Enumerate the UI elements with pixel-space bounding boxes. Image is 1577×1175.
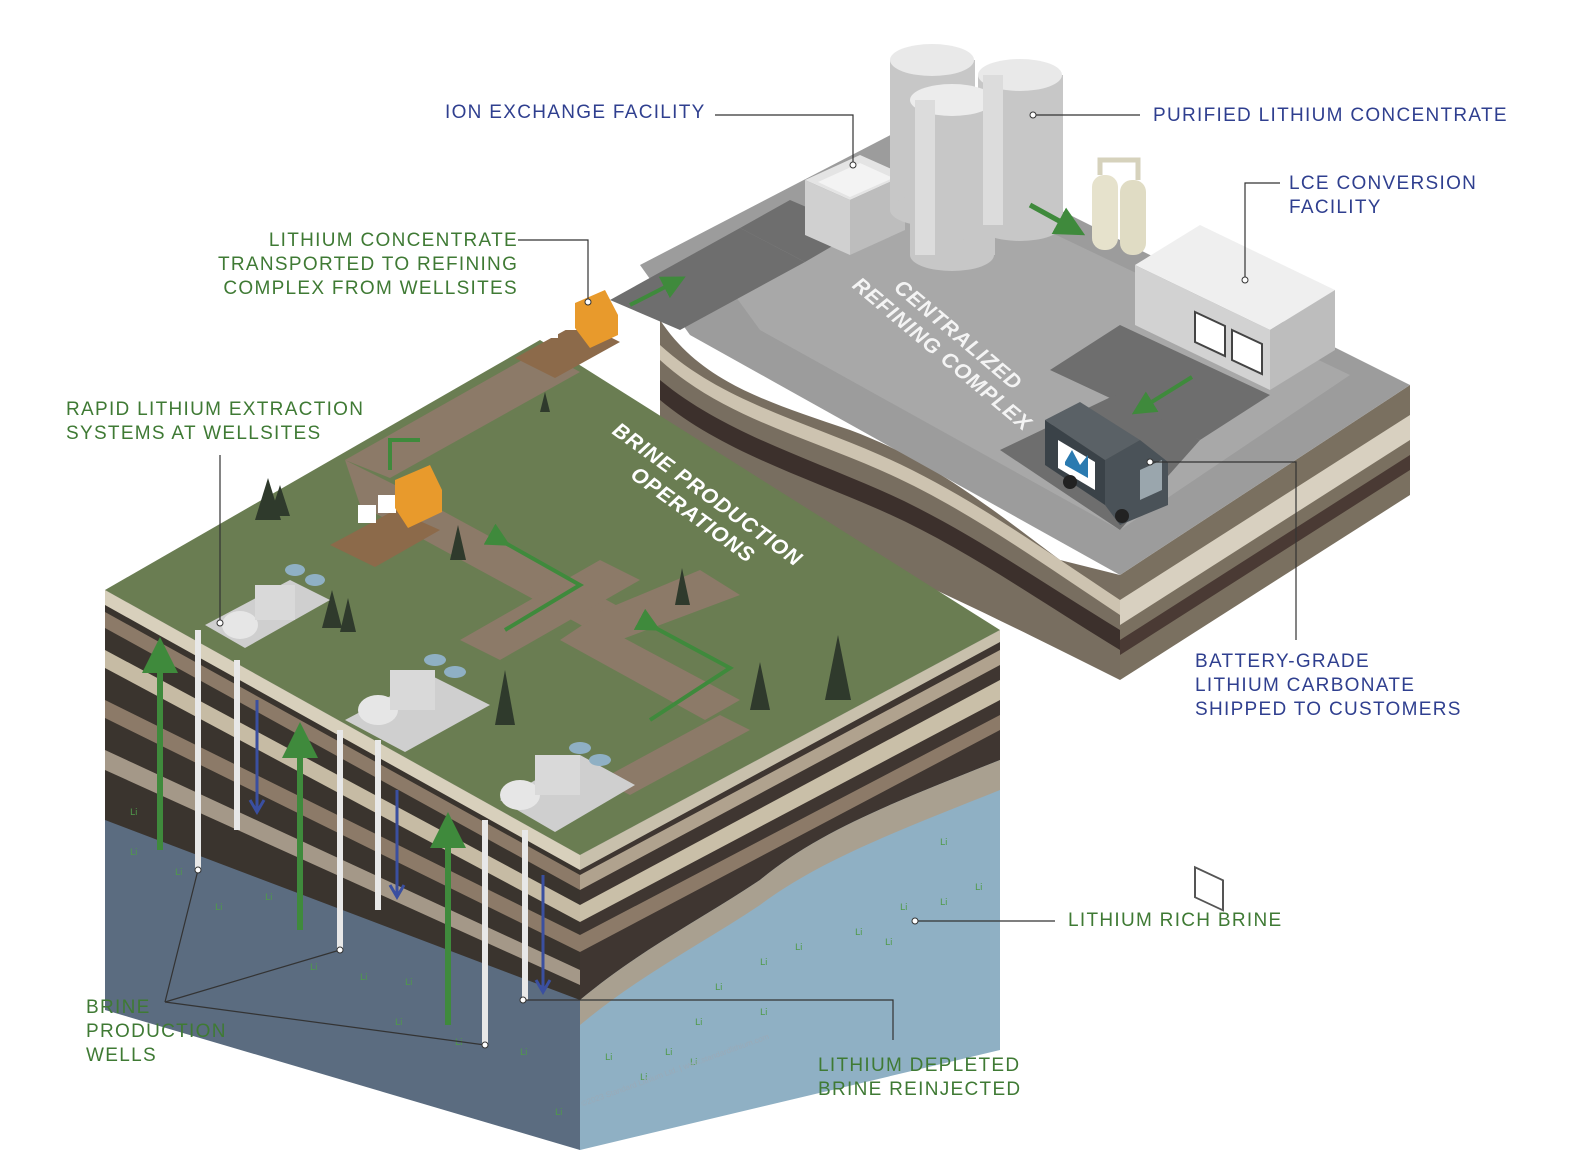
li-symbol: Li	[130, 808, 138, 818]
li-symbol: Li	[130, 848, 138, 858]
label-line: SHIPPED TO CUSTOMERS	[1195, 699, 1462, 720]
li-symbol: Li	[360, 973, 368, 983]
label-ion-exchange: ION EXCHANGE FACILITY	[445, 101, 706, 125]
label-rich-brine: LITHIUM RICH BRINE	[1068, 909, 1282, 933]
label-line: LITHIUM CARBONATE	[1195, 675, 1416, 696]
label-line: BATTERY-GRADE	[1195, 651, 1370, 672]
li-symbol: Li	[405, 978, 413, 988]
label-production-wells: BRINE PRODUCTION WELLS	[86, 996, 227, 1068]
li-symbol: Li	[940, 838, 948, 848]
li-symbol: Li	[690, 1058, 698, 1068]
label-line: BRINE REINJECTED	[818, 1079, 1022, 1100]
truck-road	[515, 290, 620, 378]
label-line: LITHIUM RICH BRINE	[1068, 910, 1283, 931]
label-line: LITHIUM CONCENTRATE	[268, 230, 518, 251]
li-symbol: Li	[555, 1108, 563, 1118]
label-battery-grade: BATTERY-GRADE LITHIUM CARBONATE SHIPPED …	[1195, 650, 1462, 722]
wellsite-3	[500, 742, 635, 832]
label-line: RAPID LITHIUM EXTRACTION	[66, 399, 365, 420]
li-symbol: Li	[940, 898, 948, 908]
wellsite-1	[205, 564, 330, 648]
label-line: LCE CONVERSION	[1289, 173, 1478, 194]
label-depleted-brine: LITHIUM DEPLETED BRINE REINJECTED	[818, 1054, 1021, 1102]
label-line: COMPLEX FROM WELLSITES	[223, 278, 518, 299]
leader-lines	[164, 114, 1297, 1046]
li-symbol: Li	[665, 1048, 673, 1058]
li-symbol: Li	[265, 893, 273, 903]
label-concentrate-transport: LITHIUM CONCENTRATE TRANSPORTED TO REFIN…	[218, 229, 518, 301]
li-symbol: Li	[455, 1038, 463, 1048]
li-symbol: Li	[795, 943, 803, 953]
label-line: BRINE	[86, 997, 151, 1018]
li-symbol: Li	[855, 928, 863, 938]
wellsite-2	[345, 654, 490, 752]
truck-wellsite	[330, 465, 442, 567]
label-lce-conversion: LCE CONVERSION FACILITY	[1289, 172, 1477, 220]
label-line: SYSTEMS AT WELLSITES	[66, 423, 322, 444]
li-symbol: Li	[215, 903, 223, 913]
label-line: LITHIUM DEPLETED	[818, 1055, 1021, 1076]
li-symbol: Li	[900, 903, 908, 913]
li-symbol: Li	[715, 983, 723, 993]
li-symbol: Li	[175, 868, 183, 878]
refining-block	[610, 44, 1410, 912]
label-line: WELLS	[86, 1045, 157, 1066]
li-symbol: Li	[640, 1073, 648, 1083]
li-symbol: Li	[395, 1018, 403, 1028]
li-symbol: Li	[760, 1008, 768, 1018]
label-line: PURIFIED LITHIUM CONCENTRATE	[1153, 105, 1508, 126]
label-purified-concentrate: PURIFIED LITHIUM CONCENTRATE	[1153, 104, 1508, 128]
li-symbol: Li	[760, 958, 768, 968]
li-symbol: Li	[310, 963, 318, 973]
label-line: FACILITY	[1289, 197, 1382, 218]
label-line: PRODUCTION	[86, 1021, 227, 1042]
label-rapid-extraction: RAPID LITHIUM EXTRACTION SYSTEMS AT WELL…	[66, 398, 364, 446]
label-line: TRANSPORTED TO REFINING	[218, 254, 519, 275]
li-symbol: Li	[695, 1018, 703, 1028]
label-line: ION EXCHANGE FACILITY	[445, 102, 706, 123]
li-symbol: Li	[885, 938, 893, 948]
li-symbol: Li	[520, 1048, 528, 1058]
li-symbol: Li	[975, 883, 983, 893]
li-symbol: Li	[605, 1053, 613, 1063]
